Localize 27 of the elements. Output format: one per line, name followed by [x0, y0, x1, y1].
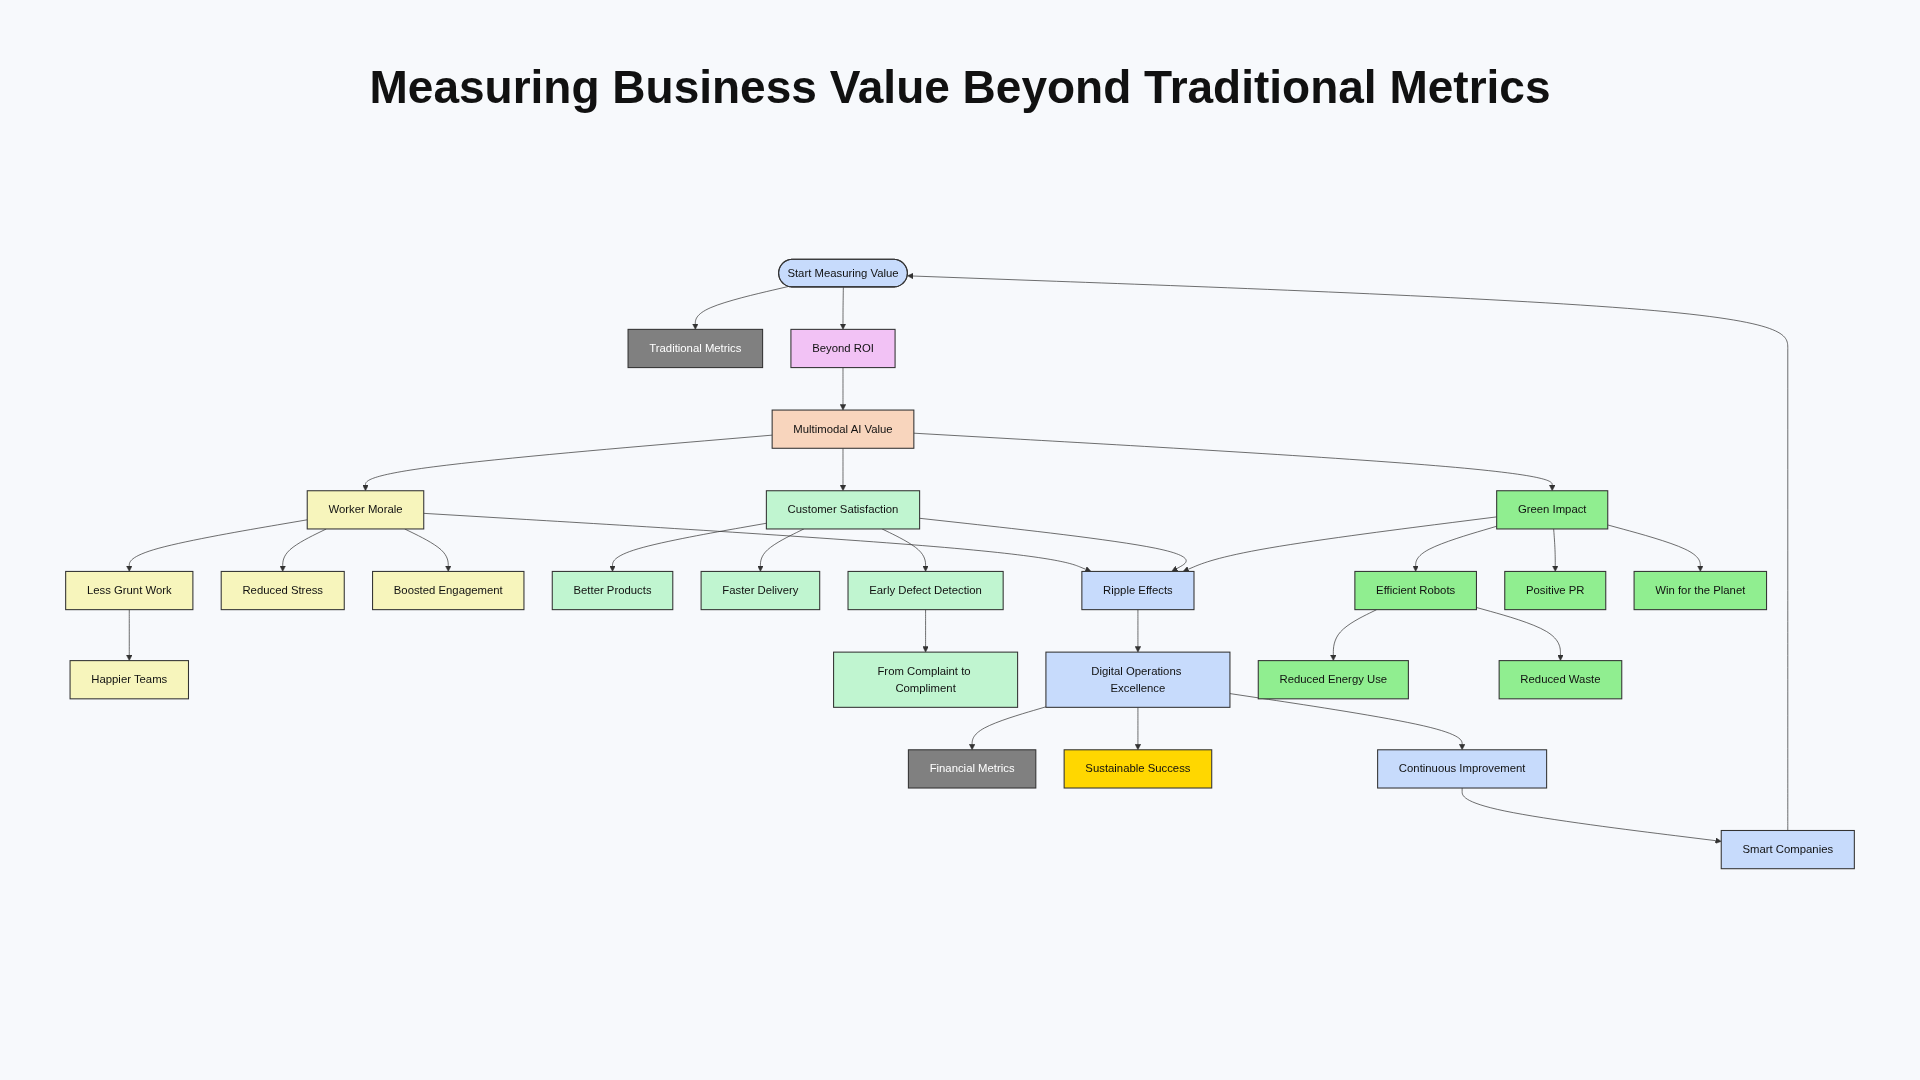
- node-box: [1633, 570, 1768, 611]
- node-box: [306, 490, 425, 530]
- node-box: [551, 570, 674, 611]
- node-box: [220, 570, 345, 611]
- node-box: [1504, 570, 1607, 611]
- node-box: [372, 570, 525, 611]
- node-box: [1063, 749, 1213, 789]
- node-box: [700, 570, 821, 611]
- node-box: [69, 660, 189, 700]
- node-box: [1257, 660, 1409, 700]
- node-box: [765, 490, 921, 530]
- node-box: [1498, 660, 1623, 700]
- node-box: [627, 328, 764, 369]
- node-box: [1045, 651, 1231, 708]
- node-box: [790, 328, 896, 369]
- node-box: [1496, 490, 1609, 530]
- node-box: [1720, 829, 1855, 870]
- node-box: [1081, 570, 1195, 611]
- node-box: [833, 651, 1019, 708]
- flowchart-drawing: Start Measuring Value Traditional Metrics Beyond ROI Multimodal AI Value Worker Morale Customer Satisfaction Green Impact Less Grunt Work Reduced Stress Boosted Engagement Better Products Faster Delivery Early Defect Detection Ripple Effects Efficient Robots Positive PR Win for the Planet Happier Teams From Complaint to Compliment Digital Operations Excellence Reduced Energy Use Reduced Waste Financial Metrics Sustainable Success Continuous Improvement Smart Companies: [60, 124, 1860, 1004]
- node-box: [1377, 749, 1548, 789]
- diagram-title: Measuring Business Value Beyond Traditional Metrics: [368, 60, 1552, 114]
- node-box: [65, 570, 194, 611]
- node-box: [771, 409, 915, 449]
- node-box: [1354, 570, 1477, 611]
- node-box: [907, 749, 1037, 789]
- node-box: [847, 570, 1004, 611]
